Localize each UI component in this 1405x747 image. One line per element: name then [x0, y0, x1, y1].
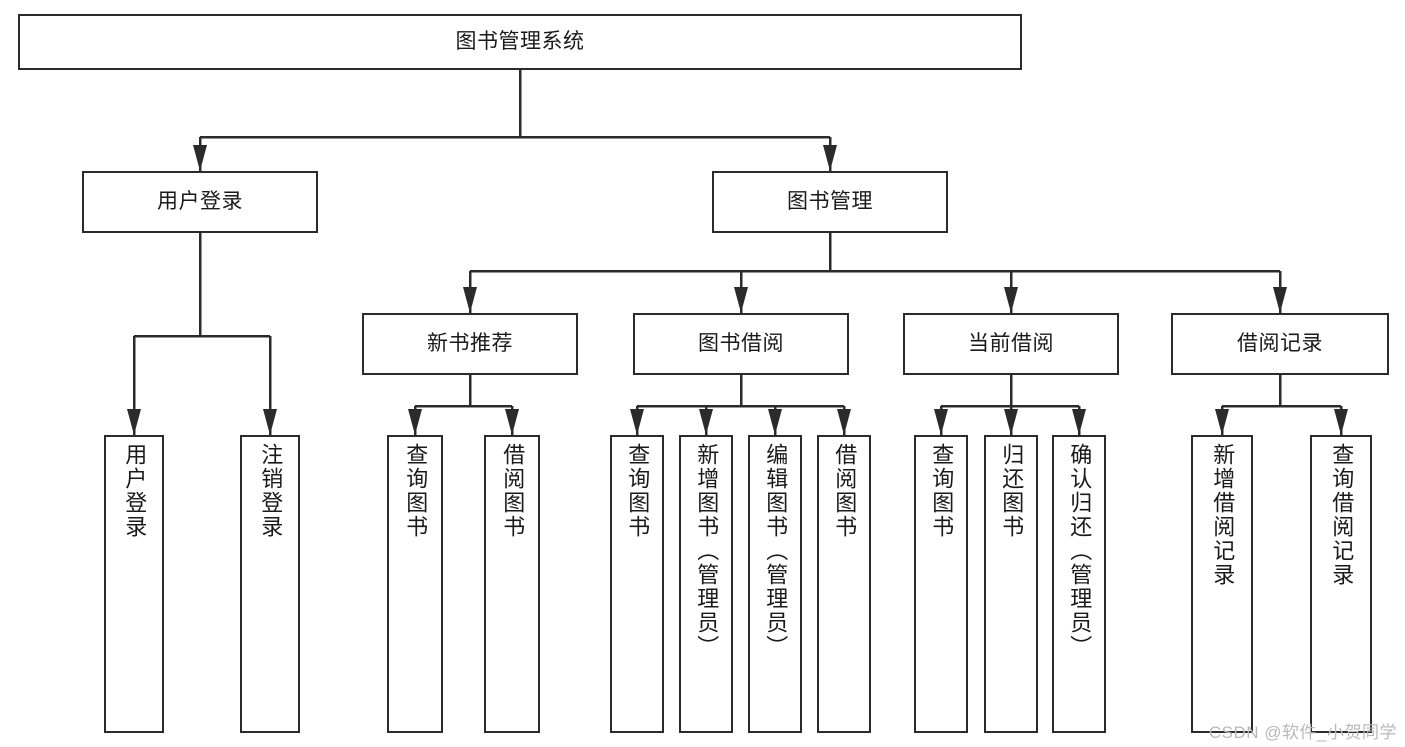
arrow-head-icon: [263, 409, 277, 435]
node-label: 查询图书: [403, 443, 429, 539]
node-label: 新增图书（管理员）: [694, 443, 720, 659]
arrow-head-icon: [1004, 287, 1018, 313]
node-label: 查询图书: [929, 443, 955, 539]
node-l_add[interactable]: 新增图书（管理员）: [679, 435, 733, 733]
node-l_q1[interactable]: 查询图书: [387, 435, 443, 733]
node-l_qrec[interactable]: 查询借阅记录: [1310, 435, 1372, 733]
arrow-head-icon: [699, 409, 713, 435]
node-user_login[interactable]: 用户登录: [82, 171, 318, 233]
node-label: 借阅图书: [500, 443, 526, 539]
node-label: 确认归还（管理员）: [1067, 443, 1093, 659]
node-new_book[interactable]: 新书推荐: [362, 313, 578, 375]
node-label: 图书借阅: [698, 332, 784, 356]
node-label: 借阅记录: [1237, 332, 1323, 356]
arrow-head-icon: [823, 145, 837, 171]
arrow-head-icon: [1072, 409, 1086, 435]
node-l_q3[interactable]: 查询图书: [914, 435, 968, 733]
node-l_edit[interactable]: 编辑图书（管理员）: [748, 435, 802, 733]
arrow-head-icon: [734, 287, 748, 313]
node-l_b1[interactable]: 借阅图书: [484, 435, 540, 733]
node-l_return[interactable]: 归还图书: [984, 435, 1038, 733]
node-records[interactable]: 借阅记录: [1171, 313, 1389, 375]
node-label: 用户登录: [157, 190, 243, 214]
node-label: 查询图书: [625, 443, 651, 539]
node-label: 查询借阅记录: [1329, 443, 1355, 587]
node-label: 用户登录: [122, 443, 148, 539]
node-label: 归还图书: [999, 443, 1025, 539]
arrow-head-icon: [127, 409, 141, 435]
arrow-head-icon: [630, 409, 644, 435]
node-l_confirm[interactable]: 确认归还（管理员）: [1052, 435, 1106, 733]
node-label: 注销登录: [258, 443, 284, 539]
node-label: 图书管理系统: [455, 30, 585, 54]
node-label: 当前借阅: [968, 332, 1054, 356]
csdn-watermark: CSDN @软件_小贺同学: [1208, 723, 1397, 742]
node-label: 新书推荐: [427, 332, 513, 356]
node-l_addrec[interactable]: 新增借阅记录: [1191, 435, 1253, 733]
node-book_mgmt[interactable]: 图书管理: [712, 171, 948, 233]
arrow-head-icon: [1334, 409, 1348, 435]
arrow-head-icon: [505, 409, 519, 435]
node-label: 图书管理: [787, 190, 873, 214]
arrow-head-icon: [463, 287, 477, 313]
node-current[interactable]: 当前借阅: [903, 313, 1119, 375]
arrow-head-icon: [768, 409, 782, 435]
node-label: 新增借阅记录: [1210, 443, 1236, 587]
node-label: 编辑图书（管理员）: [763, 443, 789, 659]
node-label: 借阅图书: [832, 443, 858, 539]
arrow-head-icon: [1273, 287, 1287, 313]
arrow-head-icon: [408, 409, 422, 435]
node-l_q2[interactable]: 查询图书: [610, 435, 664, 733]
node-borrow[interactable]: 图书借阅: [633, 313, 849, 375]
arrow-head-icon: [1004, 409, 1018, 435]
node-l_b2[interactable]: 借阅图书: [817, 435, 871, 733]
arrow-head-icon: [1215, 409, 1229, 435]
arrow-head-icon: [193, 145, 207, 171]
arrow-head-icon: [837, 409, 851, 435]
node-l_login[interactable]: 用户登录: [104, 435, 164, 733]
node-l_logout[interactable]: 注销登录: [240, 435, 300, 733]
arrow-head-icon: [934, 409, 948, 435]
node-root[interactable]: 图书管理系统: [18, 14, 1022, 70]
